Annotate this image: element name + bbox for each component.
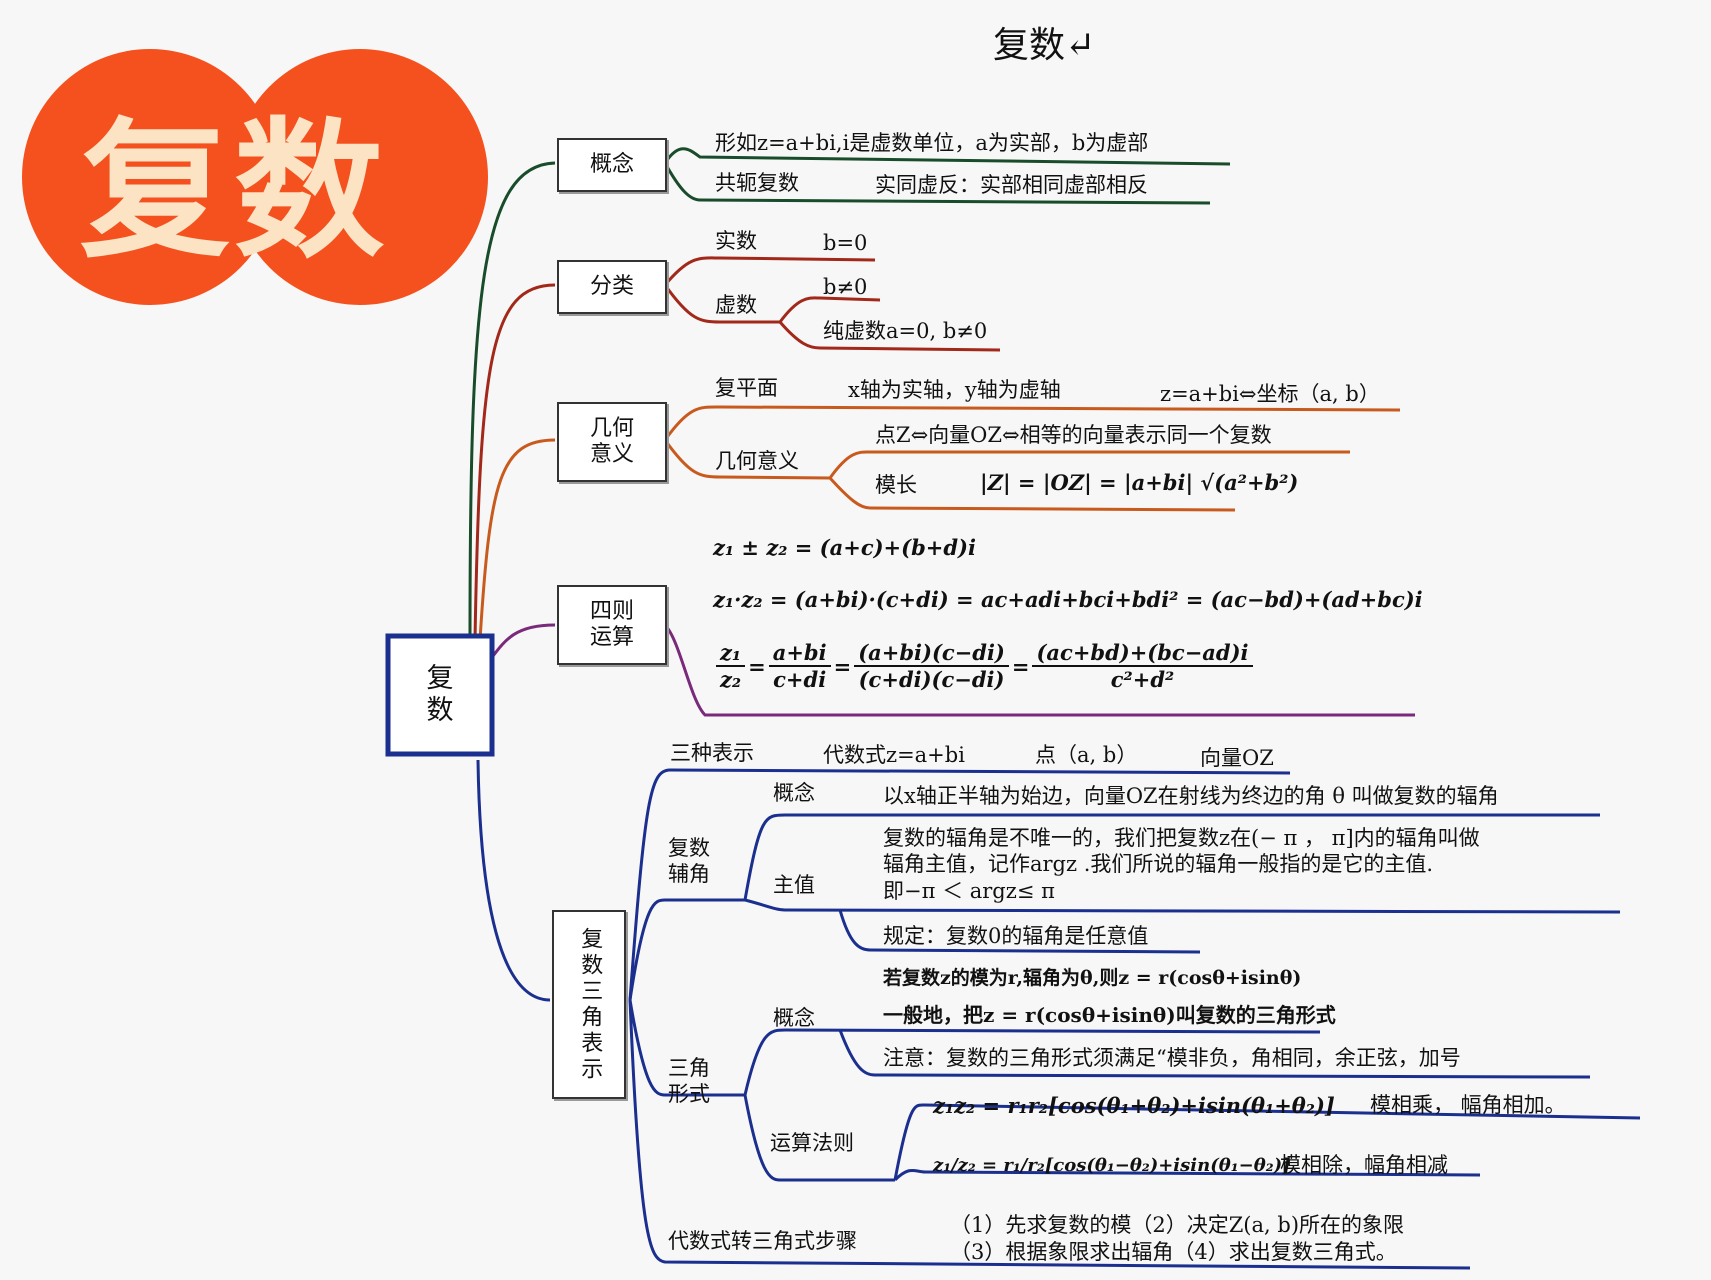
- geometry-label-1: 几何: [589, 415, 634, 441]
- arg-label-2: 辅角: [668, 862, 710, 887]
- root-node[interactable]: 复 数: [393, 641, 487, 749]
- arg-concept-text: 以x轴正半轴为始边，向量OZ在射线为终边的角 θ 叫做复数的辐角: [883, 784, 1499, 808]
- form-label-1: 三角: [668, 1056, 710, 1080]
- classify-imag-cond: b≠0: [823, 275, 868, 299]
- badge-text: 复数: [80, 103, 389, 279]
- node-trig[interactable]: 复数三角表示: [552, 910, 626, 1099]
- div-f3-den: c²+d²: [1110, 667, 1175, 692]
- ops-add: z₁ ± z₂ = (a+c)+(b+d)i: [713, 535, 976, 560]
- arg-rule: 规定：复数0的辐角是任意值: [883, 924, 1149, 948]
- root-label-2: 数: [426, 695, 454, 726]
- form-def-2: 一般地，把z = r(cosθ+isinθ)叫复数的三角形式: [883, 1003, 1336, 1027]
- arg-principal-text: 复数的辐角是不唯一的，我们把复数z在(− π ， π]内的辐角叫做 辐角主值，记…: [883, 825, 1480, 904]
- root-label-1: 复: [426, 662, 454, 694]
- ops-label-1: 四则: [589, 598, 634, 624]
- trig-div-rhs: [cos(θ₁−θ₂)+isin(θ₁−θ₂)]: [1044, 1155, 1291, 1176]
- arg-principal: 主值: [773, 873, 815, 897]
- branch-ops: [488, 623, 556, 661]
- steps-label: 代数式转三角式步骤: [668, 1229, 857, 1253]
- principal-line-3: 即−π ＜ argz≤ π: [883, 878, 1055, 903]
- trig-point: 点（a, b）: [1035, 743, 1138, 767]
- branch-geometry: [478, 438, 556, 641]
- arg-concept: 概念: [773, 781, 815, 805]
- arg-label-1: 复数: [668, 836, 710, 860]
- form-concept: 概念: [773, 1006, 815, 1030]
- trig-div-lhs: z₁/z₂ = r₁/r₂: [933, 1155, 1045, 1176]
- node-concept[interactable]: 概念: [557, 138, 667, 192]
- div-f2-num: (a+bi)(c−di): [854, 640, 1009, 667]
- node-ops[interactable]: 四则 运算: [557, 585, 667, 665]
- classify-pure: 纯虚数a=0, b≠0: [823, 319, 988, 343]
- title-badge: [22, 49, 488, 305]
- geometry-axes: x轴为实轴，y轴为虚轴: [848, 378, 1061, 402]
- steps-text: （1）先求复数的模（2）决定Z(a, b)所在的象限 （3）根据象限求出辐角（4…: [950, 1212, 1404, 1267]
- branch-trig: [476, 759, 551, 1002]
- geometry-vector: 点Z⇔向量OZ⇔相等的向量表示同一个复数: [875, 423, 1272, 447]
- trig-div-rule: 模相除，幅角相减: [1280, 1153, 1448, 1177]
- geometry-meaning: 几何意义: [715, 449, 799, 473]
- div-f2-den: (c+di)(c−di): [858, 667, 1005, 692]
- div-lhs-num: z₁: [716, 640, 746, 667]
- classify-real-cond: b=0: [823, 231, 868, 255]
- form-note: 注意：复数的三角形式须满足“模非负，角相同，余正弦，加号: [883, 1046, 1461, 1070]
- concept-definition: 形如z=a+bi,i是虚数单位，a为实部，b为虚部: [715, 131, 1149, 155]
- principal-line-1: 复数的辐角是不唯一的，我们把复数z在(− π ， π]内的辐角叫做: [883, 826, 1480, 850]
- trig-vector: 向量OZ: [1200, 746, 1274, 770]
- principal-line-2: 辐角主值，记作argz .我们所说的辐角一般指的是它的主值.: [883, 852, 1434, 877]
- classify-real: 实数: [715, 229, 757, 253]
- geometry-modulus: 模长: [875, 473, 917, 497]
- trig-algebraic: 代数式z=a+bi: [823, 743, 965, 767]
- form-label-2: 形式: [668, 1082, 710, 1107]
- form-label: 三角 形式: [668, 1055, 710, 1108]
- form-def-1: 若复数z的模为r,辐角为θ,则z = r(cosθ+isinθ): [883, 967, 1302, 989]
- branch-concept: [468, 161, 556, 641]
- trig-mul-rule: 模相乘， 幅角相加。: [1370, 1093, 1566, 1117]
- node-classify[interactable]: 分类: [557, 260, 667, 314]
- geometry-modulus-formula: |Z| = |OZ| = |a+bi| √(a²+b²): [980, 470, 1299, 495]
- geometry-plane: 复平面: [715, 376, 778, 400]
- trig-three-forms: 三种表示: [670, 741, 754, 765]
- div-f3-num: (ac+bd)+(bc−ad)i: [1032, 640, 1253, 667]
- steps-line-1: （1）先求复数的模（2）决定Z(a, b)所在的象限: [950, 1213, 1405, 1237]
- geometry-coord: z=a+bi⇔坐标（a, b）: [1160, 382, 1380, 406]
- classify-imag: 虚数: [715, 293, 757, 317]
- steps-line-2: （3）根据象限求出辐角（4）求出复数三角式。: [950, 1240, 1397, 1265]
- page-title: 复数↵: [993, 25, 1096, 66]
- trig-div-formula: z₁/z₂ = r₁/r₂[cos(θ₁−θ₂)+isin(θ₁−θ₂)]: [933, 1155, 1291, 1176]
- trig-mul-formula: z₁z₂ = r₁r₂[cos(θ₁+θ₂)+isin(θ₁+θ₂)]: [933, 1093, 1335, 1118]
- div-lhs-den: z₂: [720, 667, 742, 692]
- ops-rule-label: 运算法则: [770, 1131, 854, 1155]
- conjugate-label: 共轭复数: [715, 171, 799, 195]
- conjugate-text: 实同虚反：实部相同虚部相反: [875, 173, 1148, 197]
- div-f1-den: c+di: [773, 667, 827, 692]
- ops-mul: z₁·z₂ = (a+bi)·(c+di) = ac+adi+bci+bdi² …: [713, 587, 1423, 612]
- arg-label: 复数 辅角: [668, 835, 710, 888]
- div-f1-num: a+bi: [768, 640, 831, 667]
- geometry-label-2: 意义: [589, 442, 634, 467]
- node-geometry[interactable]: 几何 意义: [557, 402, 667, 482]
- branch-classify: [473, 283, 556, 641]
- ops-label-2: 运算: [589, 625, 634, 650]
